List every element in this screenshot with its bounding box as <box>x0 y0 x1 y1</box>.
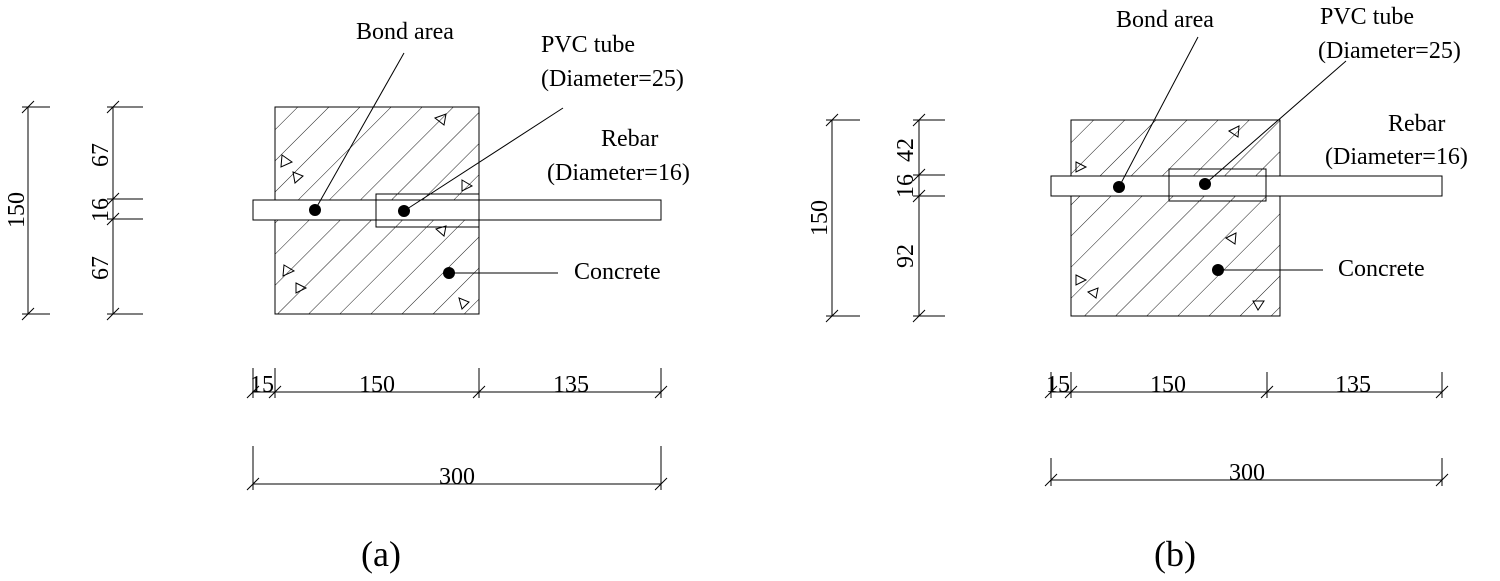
pvc-tube-label-a: PVC tube <box>541 32 635 58</box>
panel-a: Bond area PVC tube (Diameter=25) Rebar (… <box>4 19 690 574</box>
dim-height-total-a: 150 <box>4 192 30 228</box>
vertical-dimensions-a <box>21 100 143 321</box>
concrete-block-b <box>1070 119 1281 317</box>
dim-len-total-b: 300 <box>1229 460 1265 486</box>
pvc-tube-a <box>375 193 480 228</box>
horizontal-dimensions-b <box>1044 372 1449 487</box>
rebar-diameter-label-a: (Diameter=16) <box>547 160 690 186</box>
pvc-tube-b <box>1168 168 1267 202</box>
rebar-label-a: Rebar <box>601 126 658 152</box>
rebar-diameter-label-b: (Diameter=16) <box>1325 144 1468 170</box>
pvc-tube-leader-b <box>1204 60 1347 185</box>
bond-area-leader-a <box>314 52 405 211</box>
pvc-tube-label-b: PVC tube <box>1320 4 1414 30</box>
bond-area-label-b: Bond area <box>1116 7 1214 33</box>
horizontal-dimensions-a <box>246 368 668 491</box>
dim-len-left-b: 15 <box>1046 372 1070 398</box>
dim-seg-top-a: 67 <box>88 143 114 167</box>
bond-area-label-a: Bond area <box>356 19 454 45</box>
vertical-dimensions-b <box>825 113 945 323</box>
dim-seg-top-b: 42 <box>893 138 919 162</box>
dim-len-right-a: 135 <box>553 372 589 398</box>
caption-a: (a) <box>361 534 401 574</box>
pvc-tube-diameter-label-a: (Diameter=25) <box>541 66 684 92</box>
caption-b: (b) <box>1154 534 1196 574</box>
dim-seg-bottom-a: 67 <box>88 256 114 280</box>
rebar-a <box>252 199 662 221</box>
concrete-label-b: Concrete <box>1338 256 1425 282</box>
concrete-label-a: Concrete <box>574 259 661 285</box>
dim-len-right-b: 135 <box>1335 372 1371 398</box>
dim-seg-bottom-b: 92 <box>893 244 919 268</box>
dim-height-total-b: 150 <box>807 200 833 236</box>
bond-area-leader-b <box>1118 36 1199 188</box>
dim-seg-mid-b: 16 <box>893 174 919 198</box>
rebar-label-b: Rebar <box>1388 111 1445 137</box>
dim-seg-mid-a: 16 <box>88 198 114 222</box>
dim-len-block-b: 150 <box>1150 372 1186 398</box>
dim-len-total-a: 300 <box>439 464 475 490</box>
pvc-tube-leader-a <box>403 107 564 212</box>
dim-len-left-a: 15 <box>250 372 274 398</box>
rebar-b <box>1050 175 1443 197</box>
pvc-tube-diameter-label-b: (Diameter=25) <box>1318 38 1461 64</box>
dim-len-block-a: 150 <box>359 372 395 398</box>
panel-b: Bond area PVC tube (Diameter=25) Rebar (… <box>807 4 1468 574</box>
